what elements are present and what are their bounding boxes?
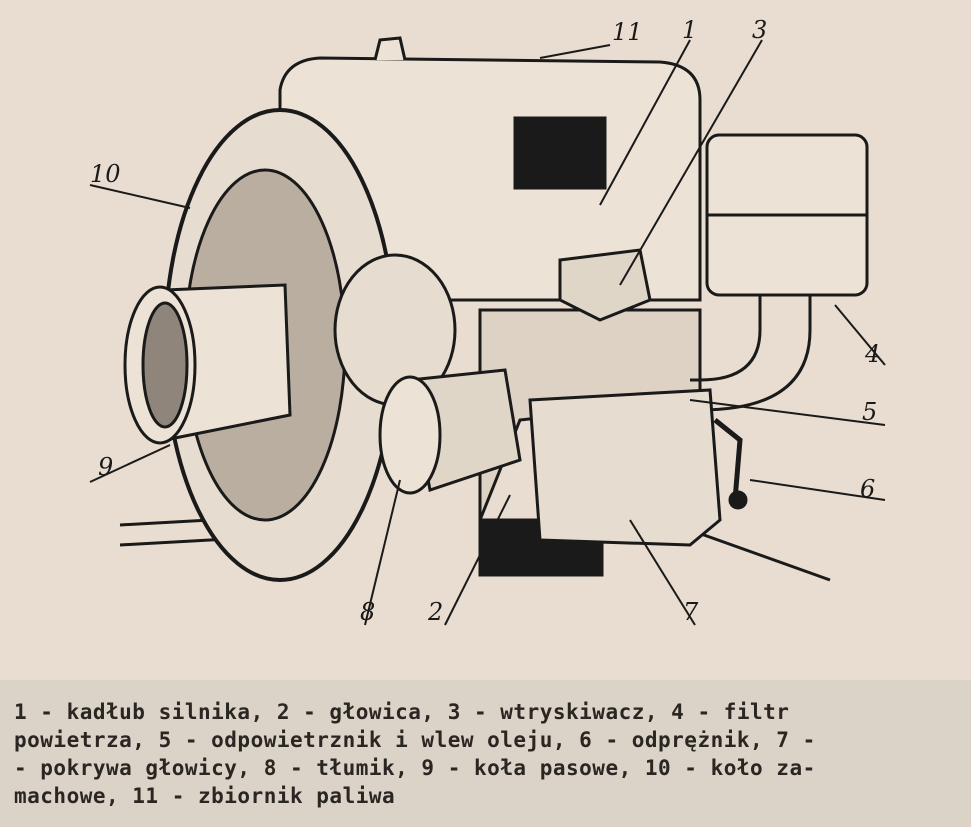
callout-6: 6 — [860, 475, 875, 503]
callout-7: 7 — [683, 598, 699, 626]
decompressor-knob — [728, 490, 748, 510]
leader-11 — [539, 44, 611, 59]
air-filter-pipe — [690, 295, 812, 412]
leader-9 — [89, 444, 171, 483]
leader-2 — [444, 494, 511, 626]
callout-8: 8 — [360, 598, 375, 626]
filler-cap — [373, 36, 407, 61]
callout-4: 4 — [864, 340, 880, 368]
caption-band: 1 - kadłub silnika, 2 - głowica, 3 - wtr… — [0, 680, 971, 827]
base-rail — [689, 528, 831, 582]
decompressor-lever — [713, 418, 743, 501]
tank-window — [513, 116, 607, 190]
leader-7 — [629, 519, 696, 626]
leader-1 — [599, 39, 691, 206]
leader-3 — [619, 39, 763, 286]
head-cover — [528, 388, 722, 547]
leader-8 — [364, 479, 401, 626]
leader-10 — [89, 184, 191, 209]
leader-5 — [689, 399, 886, 426]
callout-11: 11 — [612, 18, 643, 46]
engine-diagram: 11 1 3 10 4 5 6 9 8 2 7 — [89, 16, 886, 626]
callout-10: 10 — [90, 160, 121, 188]
caption-text: 1 - kadłub silnika, 2 - głowica, 3 - wtr… — [14, 700, 816, 808]
callout-2: 2 — [427, 598, 443, 626]
callout-5: 5 — [862, 398, 877, 426]
callout-3: 3 — [752, 16, 767, 44]
callout-1: 1 — [682, 16, 697, 44]
callout-9: 9 — [98, 453, 113, 481]
leader-4 — [834, 304, 886, 366]
muffler-end — [378, 375, 442, 495]
pulley-hole — [141, 301, 189, 429]
injector — [558, 248, 652, 322]
leader-6 — [749, 479, 886, 501]
